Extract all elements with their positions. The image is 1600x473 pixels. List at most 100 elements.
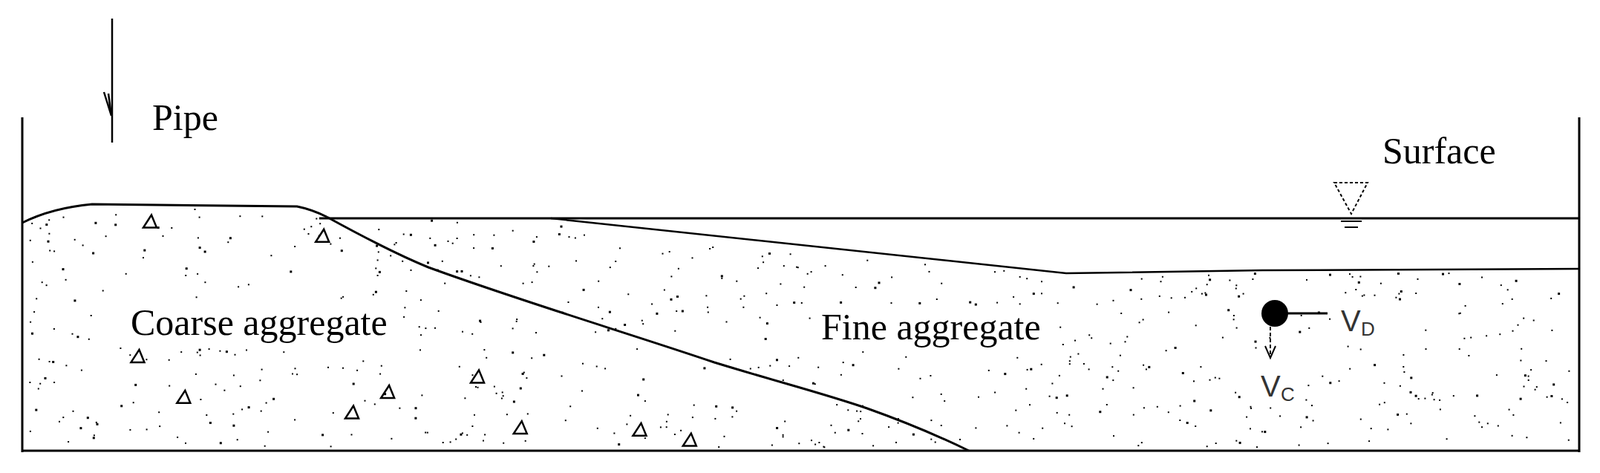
sand-dot [105,235,107,237]
sand-dot [581,390,583,393]
sand-dot [1357,281,1361,284]
sand-dot [233,374,235,377]
sand-dot [841,273,844,276]
sand-dot [665,420,668,423]
sand-dot [48,219,50,221]
sand-dot [1207,274,1210,277]
sand-dot [1452,394,1455,397]
sand-dot [1040,280,1043,283]
sand-dot [1349,273,1351,275]
sand-dot [1235,284,1237,286]
sand-dot [1140,298,1142,300]
sand-dot [362,360,364,362]
sand-dot [378,270,381,274]
sand-dot [1147,366,1151,369]
sand-dot [1329,273,1332,277]
sand-dot [185,267,188,270]
sand-dot [478,276,480,278]
sand-dot [792,301,796,304]
sand-dot [294,367,297,370]
sand-dot [779,283,782,286]
sand-dot [731,415,733,418]
sand-dot [1424,329,1427,332]
sand-dot [1425,348,1428,350]
sand-dot [743,295,745,297]
sand-dot [1300,426,1302,428]
sand-dot [1206,445,1208,447]
gravel-symbol [176,390,191,404]
sand-dot [1132,414,1135,416]
sand-dot [1170,296,1173,299]
sand-dot [930,438,932,441]
sand-dot [340,297,343,300]
sand-dot [1396,413,1399,416]
sand-dot [374,291,378,294]
sand-dot [1141,278,1143,280]
sand-dot [614,328,617,330]
sand-dot [452,242,454,245]
sand-dot [1534,389,1537,391]
sand-dot [943,400,946,402]
sand-dot [856,410,858,413]
sand-dot [560,225,563,228]
sand-dot [342,367,344,370]
sand-dot [872,444,874,447]
sand-dot [390,438,393,440]
sand-dot [1500,284,1502,286]
sand-dot [63,216,65,219]
sand-dot [310,225,312,228]
sand-dot [1019,276,1021,278]
sand-dot [500,265,502,267]
sand-dot [272,397,275,401]
sand-dot [115,213,117,216]
sand-dot [1161,276,1164,278]
sand-dot [769,365,771,367]
sand-dot [795,266,798,269]
sand-dot [1181,371,1185,375]
sand-dot [199,398,202,401]
sand-dot [472,233,475,236]
sand-dot [1006,424,1008,427]
sand-dot [1349,368,1351,370]
sand-dot [1305,279,1308,281]
sand-dot [818,441,820,444]
sand-dot [530,357,533,359]
sand-dot [674,330,676,332]
sand-dot [1497,425,1500,427]
sand-dot [830,424,833,427]
sand-dot [1138,321,1141,323]
sand-dot [356,369,358,372]
sand-dot [458,366,461,368]
sand-dot [629,415,632,417]
sand-dot [994,392,996,394]
sand-dot [627,293,629,295]
sand-dot [501,391,504,393]
sand-dot [1193,400,1196,403]
sand-dot [377,228,380,231]
sand-dot [1055,396,1059,399]
sand-dot [940,393,943,395]
sand-dot [513,400,516,404]
sand-dot [374,267,377,269]
sand-dot [607,328,610,332]
sand-dot [1300,314,1303,317]
sand-dot [94,221,97,225]
sand-dot [456,237,459,240]
sand-dot [596,427,599,430]
sand-dot [1312,420,1315,422]
sand-dot [1179,405,1182,407]
gravel-symbol [513,420,528,434]
sand-dot [447,240,450,243]
sand-dot [506,413,508,416]
sand-dot [1227,308,1230,312]
sand-dot [1167,411,1170,413]
sand-dot [1508,409,1511,411]
sand-dot [735,410,738,413]
gravel-symbol [345,405,359,419]
sand-dot [330,445,332,447]
sand-dot [168,385,171,387]
sand-dot [1557,292,1560,295]
sand-dot [594,331,597,333]
sand-dot [912,433,915,436]
sand-dot [31,261,34,263]
